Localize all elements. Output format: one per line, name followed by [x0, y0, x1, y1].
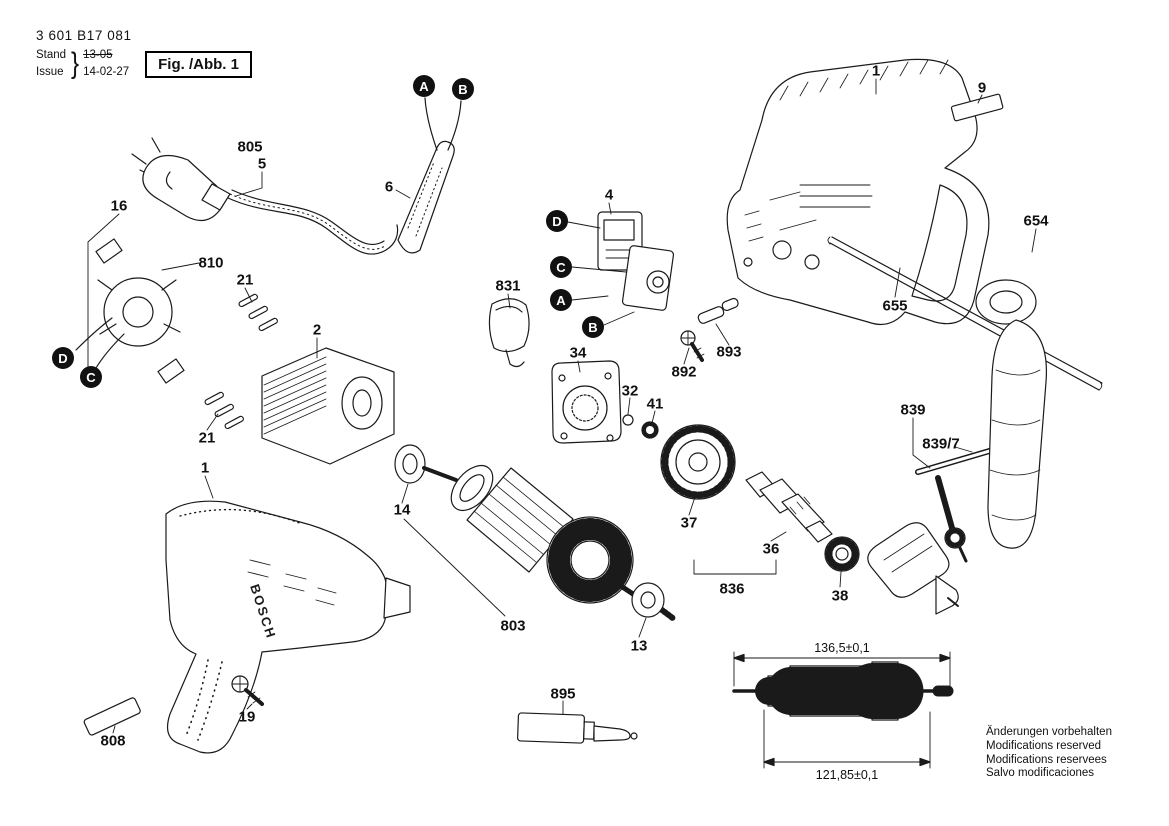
grease-tube-drawing	[517, 712, 638, 744]
terminal-pins-drawing	[204, 293, 278, 430]
part-label-655: 655	[882, 297, 908, 315]
aux-handle-drawing	[827, 236, 1103, 549]
part-label-5: 5	[257, 155, 267, 173]
motor-housing-drawing	[726, 58, 990, 325]
spindle-drawing	[745, 471, 833, 543]
part-label-831: 831	[495, 277, 521, 295]
part-label-13: 13	[630, 637, 648, 655]
brush-holder-drawing	[75, 213, 185, 387]
part-label-654: 654	[1023, 212, 1049, 230]
ratchet-38-drawing	[824, 536, 860, 572]
title-block: 3 601 B17 081 Stand Issue } 13-05 14-02-…	[36, 28, 252, 81]
revision-brace: }	[71, 47, 80, 80]
part-label-836: 836	[719, 580, 745, 598]
stator-drawing	[261, 347, 395, 465]
bearing-14-drawing	[394, 444, 426, 484]
revision-block: Stand Issue } 13-05 14-02-27 Fig. /Abb. …	[36, 47, 252, 81]
part-label-32: 32	[621, 382, 639, 400]
part-label-21: 21	[198, 429, 216, 447]
switch-drawing	[597, 211, 675, 311]
callout-letter-C: C	[550, 256, 572, 278]
part-label-839: 839	[900, 401, 926, 419]
callout-letter-A: A	[550, 289, 572, 311]
part-label-895: 895	[550, 685, 576, 703]
part-label-21: 21	[236, 271, 254, 289]
chuck-drawing	[867, 522, 959, 615]
washer-41-drawing	[641, 421, 659, 439]
part-label-1: 1	[871, 62, 881, 80]
part-label-14: 14	[393, 501, 411, 519]
bearing-13-drawing	[631, 582, 665, 618]
part-label-34: 34	[569, 344, 587, 362]
modification-notes: Änderungen vorbehalten Modifications res…	[986, 726, 1112, 781]
part-label-839/7: 839/7	[922, 435, 960, 453]
part-label-38: 38	[831, 587, 849, 605]
power-plug-drawing	[131, 137, 231, 222]
callout-letter-D: D	[52, 347, 74, 369]
part-label-893: 893	[716, 343, 742, 361]
note-de: Änderungen vorbehalten	[986, 726, 1112, 738]
part-label-808: 808	[100, 732, 126, 750]
part-label-805: 805	[237, 138, 263, 156]
pin-893-drawing	[697, 297, 739, 324]
part-label-37: 37	[680, 514, 698, 532]
note-fr: Modifications reservees	[986, 753, 1107, 766]
intermediate-flange-drawing	[551, 360, 622, 444]
switch-cover-drawing	[488, 298, 530, 368]
part-label-4: 4	[604, 186, 614, 204]
part-label-810: 810	[198, 254, 224, 272]
leader-lines	[112, 78, 1037, 734]
dimension-label: 121,85±0,1	[815, 768, 879, 782]
part-label-9: 9	[977, 79, 987, 97]
armature-drawing	[422, 464, 677, 622]
callout-letter-B: B	[452, 78, 474, 100]
part-label-892: 892	[671, 363, 697, 381]
screw-19-drawing	[231, 675, 264, 706]
part-label-41: 41	[646, 395, 664, 413]
part-label-16: 16	[110, 197, 128, 215]
issue-label: Issue	[36, 66, 64, 78]
part-label-2: 2	[312, 321, 322, 339]
callout-letter-C: C	[80, 366, 102, 388]
part-label-803: 803	[500, 617, 526, 635]
part-label-19: 19	[238, 708, 256, 726]
part-label-6: 6	[384, 178, 394, 196]
callout-letter-B: B	[582, 316, 604, 338]
old-issue-date: 13-05	[83, 49, 113, 61]
callout-letter-D: D	[546, 210, 568, 232]
part-label-1: 1	[200, 459, 210, 477]
note-es: Salvo modificaciones	[986, 767, 1095, 780]
screw-892-drawing	[680, 330, 705, 362]
gear-drawing	[660, 424, 736, 500]
dimension-label: 136,5±0,1	[814, 641, 870, 655]
new-issue-date: 14-02-27	[83, 66, 130, 78]
assembled-drill-drawing: BOSCH	[165, 500, 411, 754]
part-number: 3 601 B17 081	[36, 28, 132, 43]
part-label-36: 36	[762, 540, 780, 558]
note-en: Modifications reserved	[986, 739, 1102, 752]
ring-32-drawing	[622, 414, 634, 426]
power-cable-drawing	[227, 189, 399, 255]
armature-dimension-drawing	[732, 651, 956, 769]
callout-letter-A: A	[413, 75, 435, 97]
rating-plate-9-drawing	[950, 93, 1004, 122]
figure-box: Fig. /Abb. 1	[145, 50, 252, 78]
stand-label: Stand	[36, 49, 67, 61]
cord-guard-drawing	[397, 97, 462, 254]
label-plate-808-drawing	[83, 697, 141, 736]
